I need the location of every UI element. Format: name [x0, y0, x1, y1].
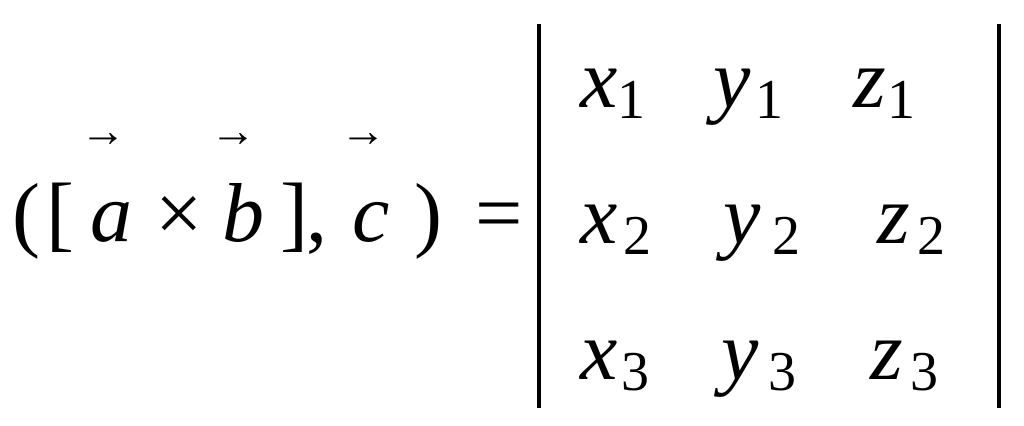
matrix-sub-y3: 3	[768, 341, 796, 403]
vector-c-arrow: →	[340, 105, 386, 156]
vector-b-arrow: →	[210, 105, 256, 156]
vector-b: b	[222, 167, 264, 260]
matrix-cell-y3: y	[721, 305, 759, 398]
cross-sign: ×	[155, 167, 203, 260]
matrix-cell-y2: y	[723, 169, 761, 262]
matrix-cell-z2: z	[877, 169, 910, 262]
open-paren: (	[12, 167, 40, 260]
determinant-left-bar	[537, 24, 541, 408]
close-paren: )	[414, 167, 442, 260]
matrix-sub-x2: 2	[623, 205, 651, 267]
matrix-sub-y1: 1	[755, 69, 783, 131]
vector-a: a	[90, 167, 132, 260]
matrix-sub-z2: 2	[917, 205, 945, 267]
equals-sign: =	[475, 167, 523, 260]
matrix-sub-z3: 3	[910, 341, 938, 403]
close-bracket: ]	[280, 167, 308, 260]
matrix-cell-x1: x	[580, 33, 618, 126]
determinant-right-bar	[997, 24, 1001, 408]
matrix-cell-z1: z	[853, 33, 886, 126]
vector-c: c	[352, 167, 390, 260]
matrix-cell-y1: y	[713, 33, 751, 126]
comma: ,	[306, 167, 327, 260]
open-bracket: [	[46, 167, 74, 260]
matrix-cell-z3: z	[870, 305, 903, 398]
matrix-cell-x2: x	[580, 169, 618, 262]
vector-a-arrow: →	[80, 105, 126, 156]
matrix-sub-y2: 2	[772, 205, 800, 267]
matrix-sub-z1: 1	[887, 69, 915, 131]
matrix-sub-x3: 3	[621, 341, 649, 403]
matrix-cell-x3: x	[580, 305, 618, 398]
matrix-sub-x1: 1	[617, 69, 645, 131]
